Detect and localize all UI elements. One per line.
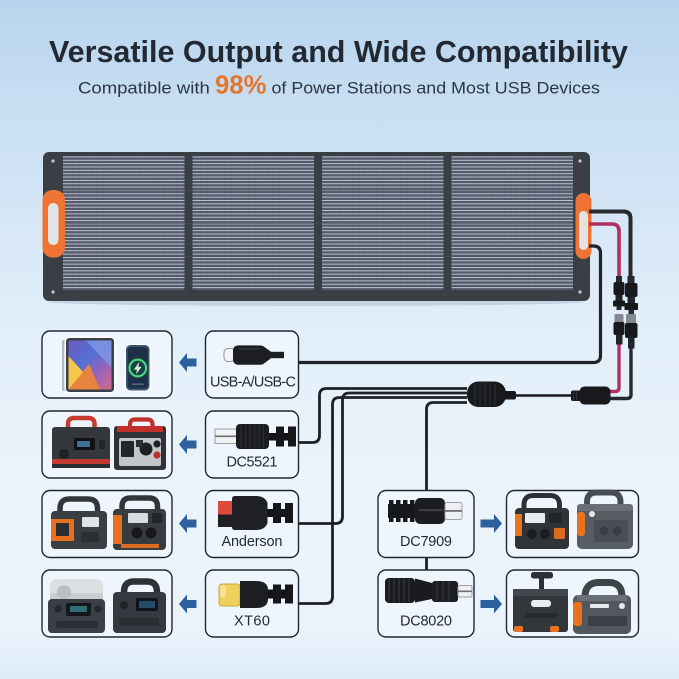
svg-text:DC8020: DC8020 bbox=[400, 614, 452, 630]
svg-text:Anderson: Anderson bbox=[222, 534, 283, 550]
svg-text:DC7909: DC7909 bbox=[400, 534, 452, 550]
svg-text:Compatible with 98% of Power S: Compatible with 98% of Power Stations an… bbox=[78, 70, 600, 100]
svg-text:USB-A/USB-C: USB-A/USB-C bbox=[210, 375, 296, 391]
svg-text:DC5521: DC5521 bbox=[227, 455, 278, 471]
svg-text:XT60: XT60 bbox=[234, 614, 270, 630]
svg-text:Versatile Output and Wide Comp: Versatile Output and Wide Compatibility bbox=[49, 34, 629, 69]
